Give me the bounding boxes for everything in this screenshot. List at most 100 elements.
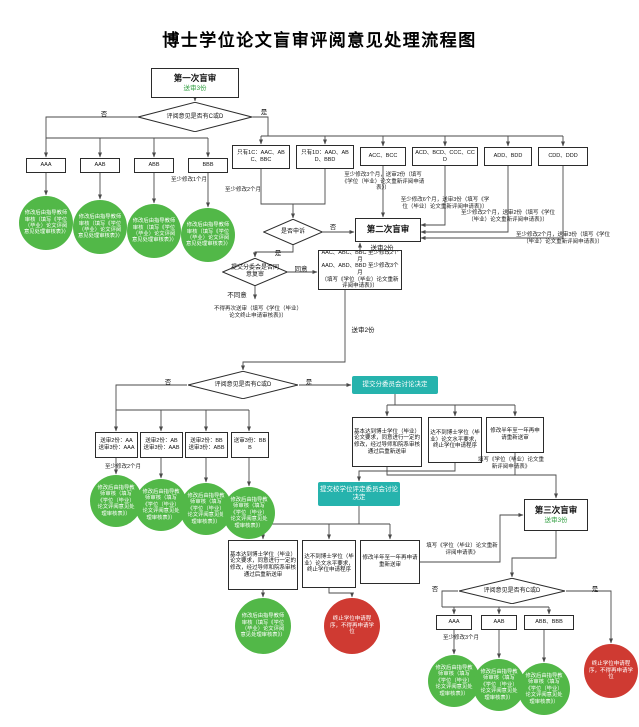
edge-label-9: 是: [305, 379, 313, 386]
result-one-c: 只有1C：AAC、ABC、BBC: [232, 145, 290, 169]
edge-label-6: 送审2份: [370, 245, 394, 252]
decision-second-has-cd: 评阅意见是否有C或D: [187, 371, 299, 399]
flow-edge-57: [420, 513, 524, 563]
decision-subcommittee-recheck-shape: [222, 258, 288, 286]
flow-edge-22: [253, 245, 294, 258]
outcome-basically-meets-1: 基本达到博士学位（毕业）论文要求，同意进行一定的修改，经过导师和院系审核通过后重…: [352, 417, 422, 467]
note-revise-3month-bottom: 至少修改3个月: [442, 635, 480, 642]
decision-first-has-cd-shape: [137, 102, 253, 132]
result-aab-3: AAB: [481, 615, 517, 630]
edge-label-10: 否: [431, 586, 439, 593]
note-reapply-form-bottom: 填写《学位（毕业）论文重新评阅申请表》: [426, 543, 498, 556]
result-abb-1: ABB: [134, 158, 174, 173]
third-review-box-title: 第三次盲审: [534, 505, 578, 516]
note-revise-6month-resend3: 至少修改6个月，送审3份（填写《学位（毕业）论文重新评阅申请表》）: [400, 197, 490, 210]
first-review-box: 第一次盲审送审3份: [151, 68, 239, 98]
result-bbb-2: 送审3份：BBB: [231, 432, 269, 458]
modify-duration-box: AAC、ABC、BBC 至少修改2个月 AAD、ABD、BBD 至少修改3个月 …: [318, 250, 402, 290]
edge-label-1: 是: [260, 109, 268, 116]
outcome-not-meet-2: 达不到博士学位（毕业）论文水平要求，终止学位申请程序: [302, 540, 356, 588]
flow-edge-47: [357, 463, 456, 482]
flow-edge-29: [420, 166, 564, 240]
flow-edge-20: [293, 169, 326, 205]
subcommittee-decision-box: 提交分委员会讨论决定: [352, 376, 438, 394]
flow-edge-56: [328, 588, 354, 598]
note-revise-2month: 至少修改2个月: [224, 187, 262, 194]
decision-first-has-cd: 评阅意见是否有C或D: [137, 102, 253, 132]
flow-edge-30: [241, 290, 346, 371]
result-aaa-1: AAA: [26, 158, 66, 173]
advisor-review-circle-10: 修改后由指导教师审核（填写《学位（毕业）论文评阅意见处理审核表》）: [428, 655, 480, 707]
flow-edge-28: [420, 166, 509, 234]
decision-second-has-cd-label: 评阅意见是否有C或D: [214, 381, 272, 388]
decision-subcommittee-recheck: 提交分委会是否同意复审: [222, 258, 288, 286]
advisor-review-circle-11: 修改后由指导教师审核（填写《学位（毕业）论文评阅意见处理审核表》）: [473, 659, 525, 711]
note-revise-2month-resend3: 至少修改2个月，送审3份（填写《学位（毕业）论文重新评阅申请表》）: [515, 232, 611, 245]
flow-edge-48: [386, 467, 558, 499]
flow-edge-19: [260, 169, 295, 219]
result-aaa-3: AAA: [436, 615, 472, 630]
result-abb-bbb-3: ABB、BBB: [524, 615, 574, 630]
outcome-revise-half-year-2: 修改半年至一年再申请重新送审: [360, 540, 420, 584]
first-review-box-title: 第一次盲审: [173, 73, 217, 84]
edge-label-8: 否: [164, 379, 172, 386]
edge-label-7: 送审2份: [351, 327, 375, 334]
advisor-review-circle-3: 修改后由指导教师审核（填写《学位（毕业）论文评阅意见处理审核表》）: [127, 204, 181, 258]
decision-third-has-cd-label: 评阅意见是否有C或D: [483, 587, 541, 594]
third-review-box: 第三次盲审送审3份: [524, 499, 588, 531]
result-cdd-ddd: CDD、DDD: [538, 147, 588, 166]
edge-label-11: 是: [591, 586, 599, 593]
note-reapply-form-right: 填写《学位（毕业）论文重新评阅申请表》: [478, 457, 544, 470]
edge-label-5: 不同意: [227, 292, 247, 299]
decision-third-has-cd-shape: [458, 578, 566, 604]
university-committee-box: 提交校学位评定委员会讨论决定: [318, 482, 400, 506]
flow-edge-27: [420, 166, 446, 227]
page-title: 博士学位论文盲审评阅意见处理流程图: [162, 31, 477, 50]
advisor-review-circle-8: 修改后由指导教师审核（填写《学位（毕业）论文评阅意见处理审核表》）: [223, 487, 275, 539]
result-ab-aab-2: 送审2份：AB 送审3份：AAB: [140, 432, 183, 458]
result-one-d: 只有1D：AAD、ABD、BBD: [296, 145, 354, 169]
outcome-not-meet-1: 达不到博士学位（毕业）论文水平要求，终止学位申请程序: [428, 417, 482, 463]
decision-subcommittee-recheck-label: 提交分委会是否同意复审: [230, 265, 279, 278]
flow-edge-58: [510, 531, 557, 578]
result-aab-1: AAB: [80, 158, 120, 173]
advisor-review-circle-9: 修改后由指导教师审核（填写《学位（毕业）论文评阅意见处理审核表》）: [235, 598, 291, 654]
third-review-box-copies: 送审3份: [544, 516, 568, 524]
note-no-resend: 不得再次送审（填写《学位（毕业）论文终止申请审核表》）: [214, 306, 302, 319]
decision-third-has-cd: 评阅意见是否有C或D: [458, 578, 566, 604]
result-add-bdd: ADD、BDD: [484, 147, 532, 166]
decision-appeal: 是否申诉: [263, 219, 323, 245]
edge-label-3: 是: [274, 250, 282, 257]
result-acd-group: ACD、BCD、CCC、CCD: [412, 147, 478, 166]
decision-second-has-cd-shape: [187, 371, 299, 399]
decision-first-has-cd-label: 评阅意见是否有C或D: [166, 113, 224, 120]
decision-appeal-shape: [263, 219, 323, 245]
advisor-review-circle-4: 修改后由指导教师审核（填写《学位（毕业）论文评阅意见处理审核表》）: [181, 208, 235, 262]
first-review-box-copies: 送审3份: [183, 84, 207, 92]
result-aa-aaa-2: 送审2份：AA 送审3份：AAA: [95, 432, 138, 458]
decision-appeal-label: 是否申诉: [280, 228, 305, 235]
advisor-review-circle-5: 修改后由指导教师审核（填写《学位（毕业）论文评阅意见处理审核表》）: [90, 475, 142, 527]
advisor-review-circle-6: 修改后由指导教师审核（填写《学位（毕业）论文评阅意见处理审核表》）: [135, 479, 187, 531]
note-revise-2month-resend2: 至少修改2个月，送审2份（填写《学位（毕业）论文重新评阅申请表》）: [460, 210, 556, 223]
result-acc-bcc: ACC、BCC: [360, 147, 406, 166]
flow-edge-1: [45, 116, 137, 138]
result-bbb-1: BBB: [188, 158, 228, 173]
note-revise-3month-resend2: 至少修改3个月，送审2份（填写《学位（毕业）论文重新评阅申请表》）: [341, 171, 425, 192]
edge-label-4: 同意: [294, 266, 308, 273]
flow-edge-31: [115, 384, 187, 410]
advisor-review-circle-1: 修改后由指导教师审核（填写《学位（毕业）论文评阅意见处理审核表》）: [19, 196, 73, 250]
edge-label-0: 否: [100, 111, 108, 118]
outcome-revise-half-year-1: 修改半年至一年再申请重新送审: [486, 417, 544, 453]
second-review-box-title: 第二次盲审: [366, 224, 410, 235]
result-bb-abb-2: 送审2份：BB 送审3份：ABB: [185, 432, 228, 458]
terminate-circle-2: 终止学位申请程序，不得再申请学位: [584, 644, 638, 698]
note-revise-1month: 至少修改1个月: [170, 177, 208, 184]
second-review-box: 第二次盲审: [355, 218, 421, 242]
flow-edge-67: [566, 590, 613, 644]
outcome-basically-meets-2: 基本达到博士学位（毕业）论文要求，同意进行一定的修改，经过导师和院系审核通过后重…: [228, 540, 298, 590]
edge-label-2: 否: [329, 224, 337, 231]
terminate-circle-1: 终止学位申请程序，不得再申请学位: [324, 598, 380, 654]
